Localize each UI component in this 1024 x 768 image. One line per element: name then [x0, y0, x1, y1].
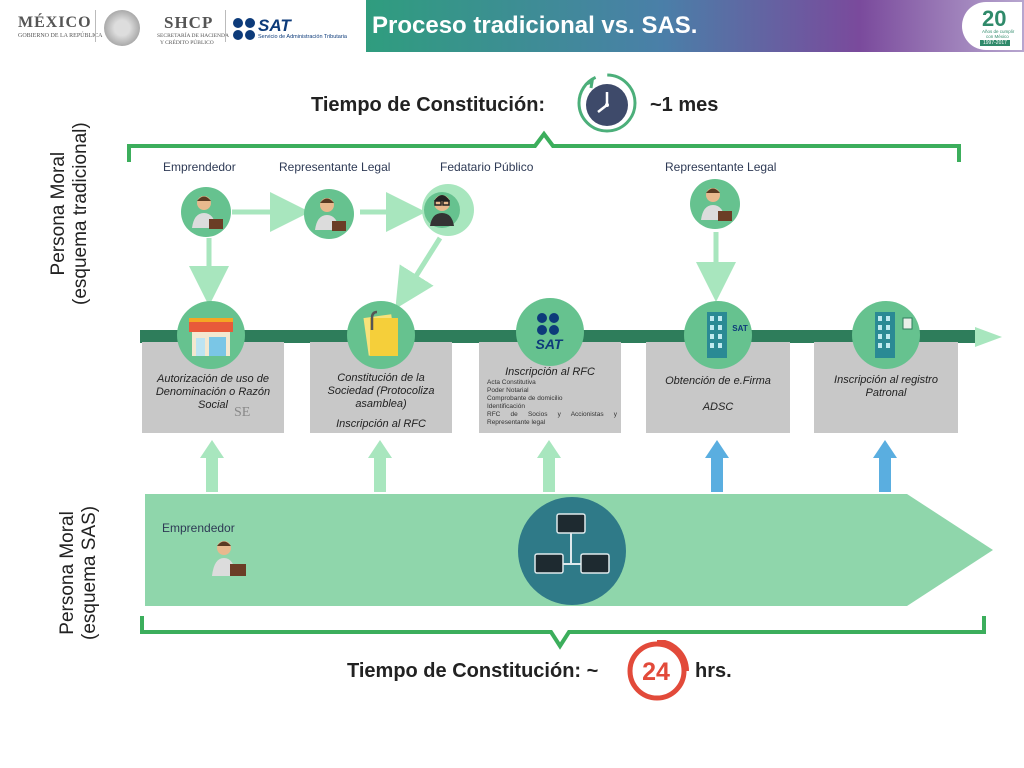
building-sat-text: SAT	[732, 324, 748, 333]
national-seal-icon	[104, 10, 140, 46]
role-emprendedor: Emprendedor	[163, 160, 236, 174]
top-bracket	[127, 130, 961, 162]
sat-logo-icon: SAT	[516, 298, 584, 366]
rfc-req-item: Poder Notarial	[487, 387, 529, 394]
logo-shcp-sub2: Y CRÉDITO PÚBLICO	[160, 40, 214, 46]
step-text-registro-patronal: Inscripción al registro Patronal	[834, 374, 938, 399]
step-text-denominacion: Autorización de uso de Denominación o Ra…	[155, 373, 271, 411]
person-briefcase-icon	[690, 179, 740, 229]
building-icon	[852, 301, 920, 369]
step-text-constitucion: Constitución de la Sociedad (Protocoliza…	[327, 372, 435, 410]
logo-mexico-sub: GOBIERNO DE LA REPÚBLICA	[18, 33, 103, 39]
header-logos: MÉXICO GOBIERNO DE LA REPÚBLICA SHCP SEC…	[0, 0, 366, 52]
logo-shcp-sub1: SECRETARÍA DE HACIENDA	[157, 33, 229, 39]
anniversary-number: 20	[982, 6, 1007, 31]
person-briefcase-icon	[304, 189, 354, 239]
rfc-req-item: Identificación	[487, 403, 525, 410]
logo-sat: SAT	[258, 16, 291, 35]
logo-sat-sub: Servicio de Administración Tributaria	[258, 34, 347, 40]
time-top-value: ~1 mes	[650, 94, 719, 116]
logo-mexico: MÉXICO	[18, 14, 92, 31]
sat-logo-icon	[233, 18, 255, 40]
role-representante-legal-2: Representante Legal	[665, 160, 777, 174]
anniversary-text1: Años de cumplir	[982, 29, 1015, 34]
rfc-req-item: RFC de Socios y Accionistas y Representa…	[487, 411, 617, 426]
rfc-req-item: Comprobante de domicilio	[487, 395, 563, 402]
se-logo: SE	[234, 405, 251, 420]
anniversary-text2: con México	[986, 34, 1009, 39]
step-text-adsc: ADSC	[702, 401, 734, 413]
store-icon	[177, 301, 245, 369]
documents-icon	[347, 301, 415, 369]
person-briefcase-icon	[181, 187, 231, 237]
time-top-label: Tiempo de Constitución:	[311, 94, 546, 116]
rfc-req-item: Acta Constitutiva	[487, 379, 536, 386]
clock-icon	[577, 73, 637, 133]
network-icon	[518, 497, 626, 605]
title-bar	[366, 0, 1024, 52]
rfc-requirements-list: Acta Constitutiva Poder Notarial Comprob…	[487, 379, 617, 427]
sat-logo-text: SAT	[536, 336, 564, 352]
role-sas-emprendedor: Emprendedor	[162, 521, 235, 535]
anniversary-logo: 20 Años de cumplir con México 1997-2017	[962, 2, 1022, 50]
bottom-bracket	[140, 616, 986, 650]
step-text-inscripcion-rfc: Inscripción al RFC	[505, 366, 595, 378]
notary-icon	[422, 184, 474, 236]
time-bottom-unit: hrs.	[695, 660, 732, 682]
role-fedatario-publico: Fedatario Público	[440, 160, 534, 174]
timer-number: 24	[642, 658, 670, 686]
page-title: Proceso tradicional vs. SAS.	[372, 12, 698, 39]
divider	[95, 10, 96, 42]
divider	[225, 10, 226, 42]
logo-shcp: SHCP	[164, 13, 214, 32]
building-icon: SAT	[684, 301, 752, 369]
person-briefcase-icon	[212, 541, 246, 576]
timer-24-icon: 24	[627, 640, 689, 701]
step-text-efirma: Obtención de e.Firma	[665, 375, 771, 387]
step-text-constitucion-rfc: Inscripción al RFC	[336, 418, 426, 430]
role-representante-legal-1: Representante Legal	[279, 160, 391, 174]
time-bottom-label: Tiempo de Constitución: ~	[347, 660, 599, 682]
anniversary-years: 1997-2017	[980, 40, 1010, 46]
